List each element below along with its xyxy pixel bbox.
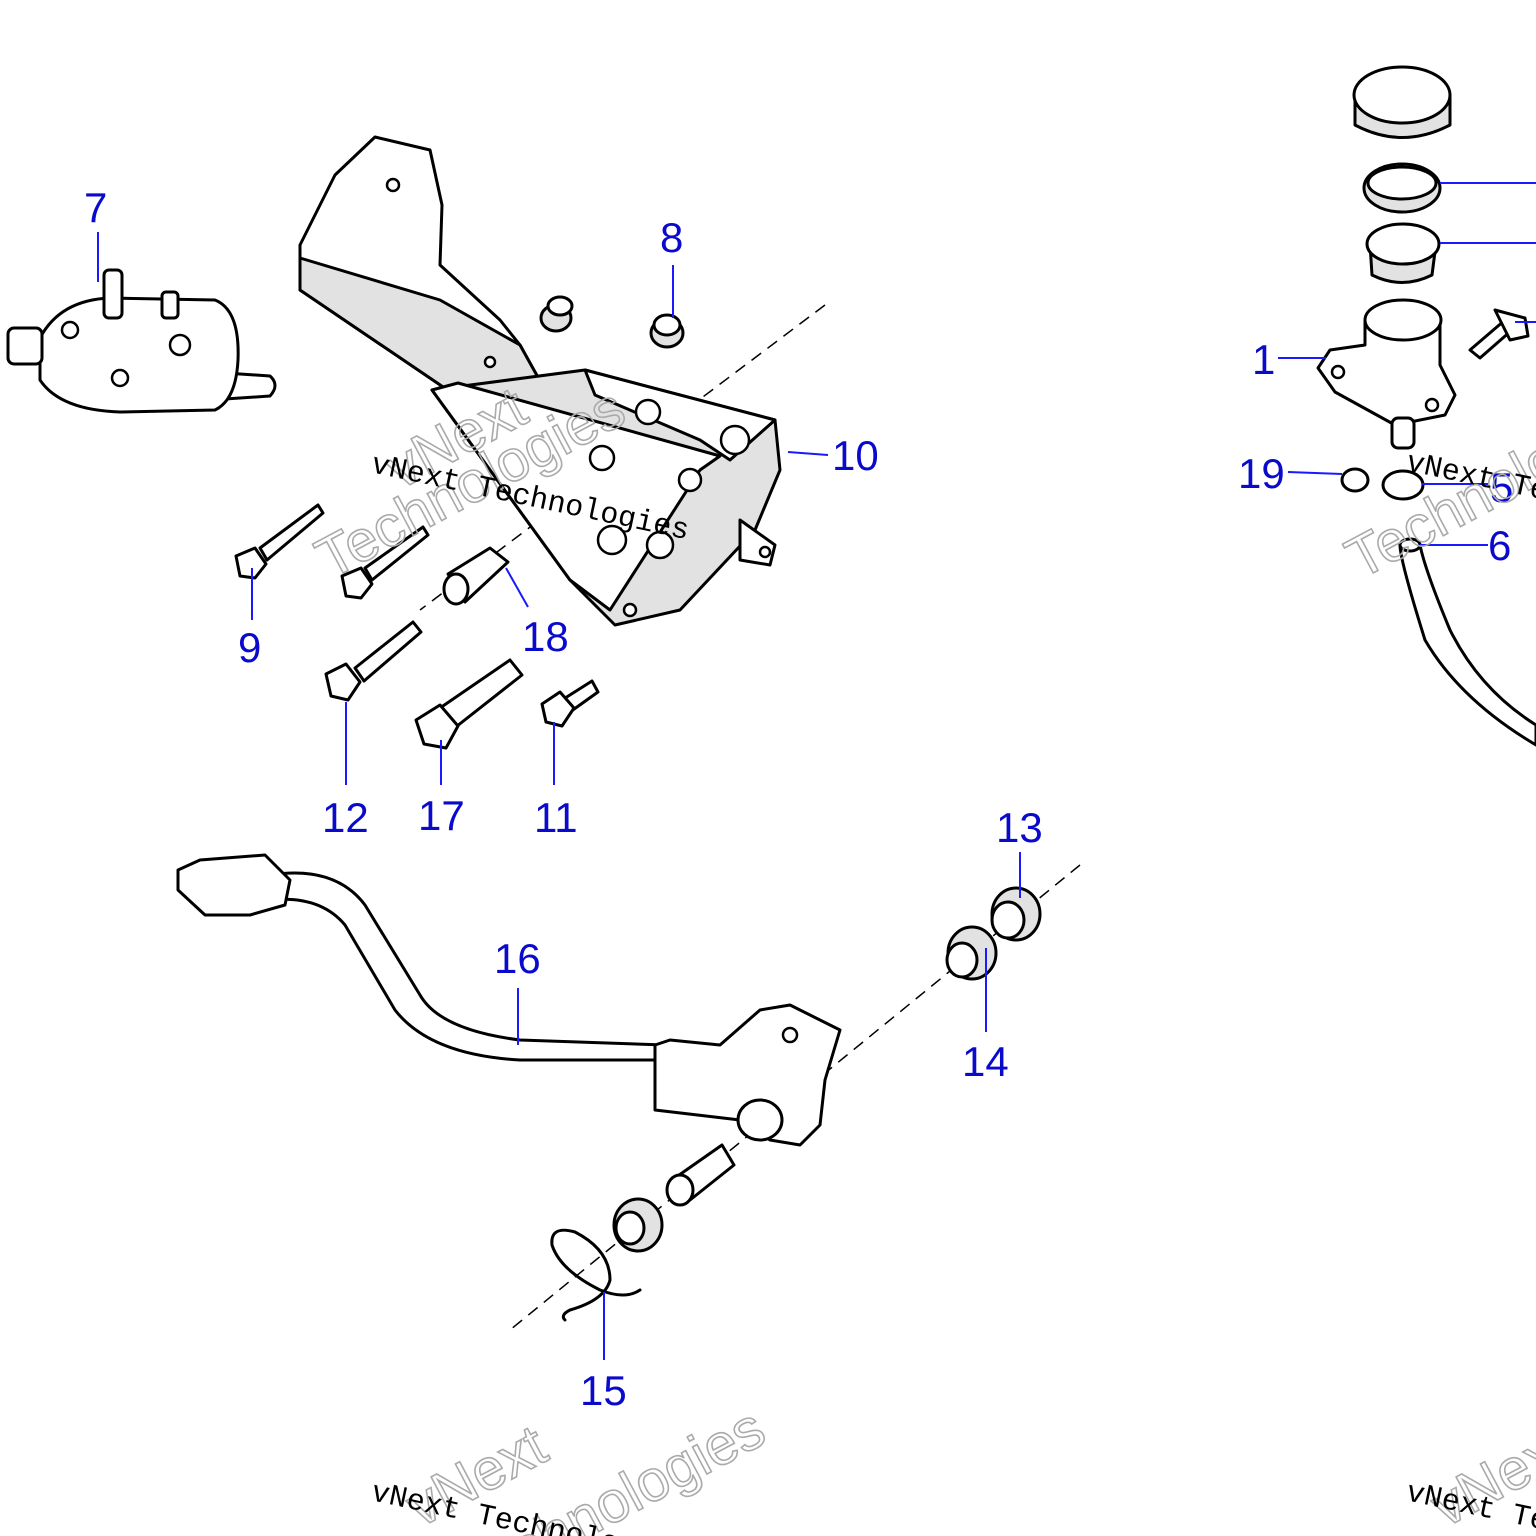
part-10-pedal-bracket[interactable] bbox=[430, 368, 782, 627]
part-9-bolt[interactable] bbox=[234, 503, 325, 580]
bracket-grommet[interactable] bbox=[539, 295, 574, 333]
callout-17: 17 bbox=[418, 792, 465, 839]
callout-19: 19 bbox=[1238, 450, 1285, 497]
callout-1: 1 bbox=[1252, 336, 1275, 383]
part-12-bolt[interactable] bbox=[324, 620, 423, 702]
callout-16: 16 bbox=[494, 935, 541, 982]
pivot-spacer[interactable] bbox=[665, 1143, 736, 1207]
leader-lines bbox=[97, 182, 1536, 1360]
part-1-reservoir[interactable] bbox=[1316, 298, 1457, 450]
part-17-bolt[interactable] bbox=[414, 658, 524, 750]
callout-13: 13 bbox=[996, 804, 1043, 851]
upper-mounting-bracket[interactable] bbox=[298, 135, 547, 397]
callout-11: 11 bbox=[534, 794, 578, 841]
part-19-nut[interactable] bbox=[1340, 467, 1370, 493]
pivot-washer[interactable] bbox=[612, 1197, 664, 1253]
callout-12: 12 bbox=[322, 794, 369, 841]
callout-5: 5 bbox=[1490, 464, 1513, 511]
callout-10: 10 bbox=[832, 432, 879, 479]
part-6-hose[interactable] bbox=[1398, 537, 1536, 747]
callout-14: 14 bbox=[962, 1038, 1009, 1085]
callout-15: 15 bbox=[580, 1367, 627, 1414]
callout-9: 9 bbox=[238, 624, 261, 671]
part-8-nut[interactable] bbox=[649, 313, 685, 349]
part-11-bolt[interactable] bbox=[540, 679, 600, 728]
part-14-bushing[interactable] bbox=[945, 925, 998, 981]
reservoir-diaphragm[interactable] bbox=[1362, 162, 1442, 214]
callout-7: 7 bbox=[84, 184, 107, 231]
callout-8: 8 bbox=[660, 214, 683, 261]
bolt-unlabeled[interactable] bbox=[340, 525, 430, 600]
callout-6: 6 bbox=[1488, 522, 1511, 569]
reservoir-bolt[interactable] bbox=[1468, 308, 1530, 360]
callout-18: 18 bbox=[522, 613, 569, 660]
part-16-brake-pedal[interactable] bbox=[176, 853, 842, 1147]
part-15-return-spring bbox=[550, 1228, 642, 1322]
part-18-spacer[interactable] bbox=[442, 546, 510, 606]
reservoir-cap[interactable] bbox=[1352, 65, 1452, 139]
reservoir-seal-ring[interactable] bbox=[1365, 222, 1441, 284]
part-7-master-cylinder[interactable] bbox=[6, 268, 277, 414]
part-13-bushing[interactable] bbox=[990, 886, 1042, 942]
